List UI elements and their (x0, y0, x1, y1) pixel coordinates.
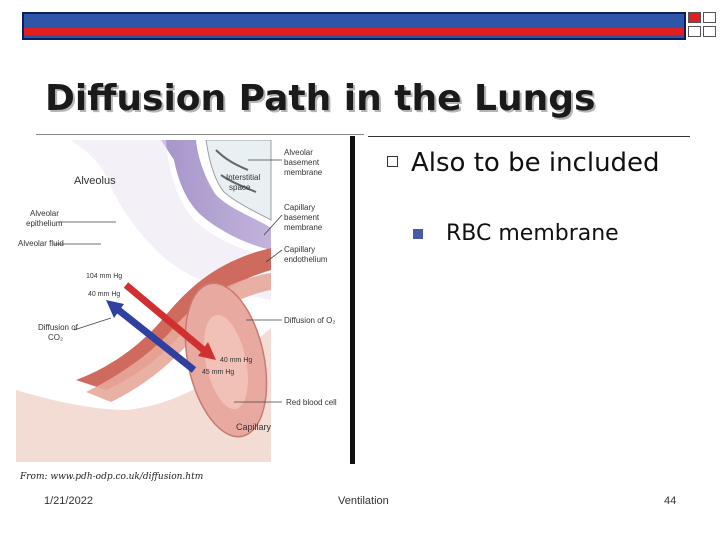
bullet-sub-text: RBC membrane (446, 221, 619, 246)
footer-title: Ventilation (338, 495, 389, 507)
label-pressure-45: 45 mm Hg (202, 369, 234, 376)
corner-square (688, 26, 701, 37)
label-alveolar-fluid: Alveolar fluid (18, 239, 64, 248)
label-capillary-basement-2: basement (284, 213, 320, 222)
corner-square (703, 12, 716, 23)
label-alveolar-basement-2: basement (284, 158, 320, 167)
diffusion-diagram: Alveolus Interstitial space Alveolar bas… (16, 140, 350, 462)
source-citation: From: www.pdh-odp.co.uk/diffusion.htm (20, 472, 203, 482)
footer-date: 1/21/2022 (44, 495, 93, 507)
filled-square-bullet-icon (413, 229, 423, 239)
label-diffusion-o2: Diffusion of O₂ (284, 316, 335, 325)
label-pressure-40-alveolar: 40 mm Hg (88, 291, 120, 298)
title-bar-stripe (24, 28, 684, 35)
label-capillary-endothelium-1: Capillary (284, 245, 315, 254)
hollow-square-bullet-icon (387, 156, 398, 167)
label-alveolar-epithelium-1: Alveolar (30, 209, 59, 218)
label-alveolar-epithelium-2: epithelium (26, 219, 63, 228)
label-interstitial-2: space (229, 183, 251, 192)
slide-number: 44 (664, 495, 676, 507)
label-alveolar-basement-3: membrane (284, 168, 323, 177)
label-capillary-basement-1: Capillary (284, 203, 315, 212)
title-underline-left (36, 134, 364, 135)
bullet-main-text: Also to be included (411, 147, 681, 179)
slide-title: Diffusion Path in the Lungs (45, 78, 595, 119)
title-bar (22, 12, 686, 40)
corner-square (703, 26, 716, 37)
label-alveolus: Alveolus (74, 175, 116, 187)
label-pressure-104: 104 mm Hg (86, 273, 122, 280)
label-pressure-40-capillary: 40 mm Hg (220, 357, 252, 364)
corner-square-red (688, 12, 701, 23)
label-capillary-basement-3: membrane (284, 223, 323, 232)
title-underline-right (368, 136, 690, 137)
label-red-blood-cell: Red blood cell (286, 398, 337, 407)
label-diffusion-co2-1: Diffusion of (38, 323, 79, 332)
label-diffusion-co2-2: CO₂ (48, 333, 63, 342)
label-interstitial-1: Interstitial (226, 173, 260, 182)
label-capillary-endothelium-2: endothelium (284, 255, 328, 264)
label-capillary: Capillary (236, 422, 272, 432)
label-alveolar-basement-1: Alveolar (284, 148, 313, 157)
column-divider (350, 136, 355, 464)
